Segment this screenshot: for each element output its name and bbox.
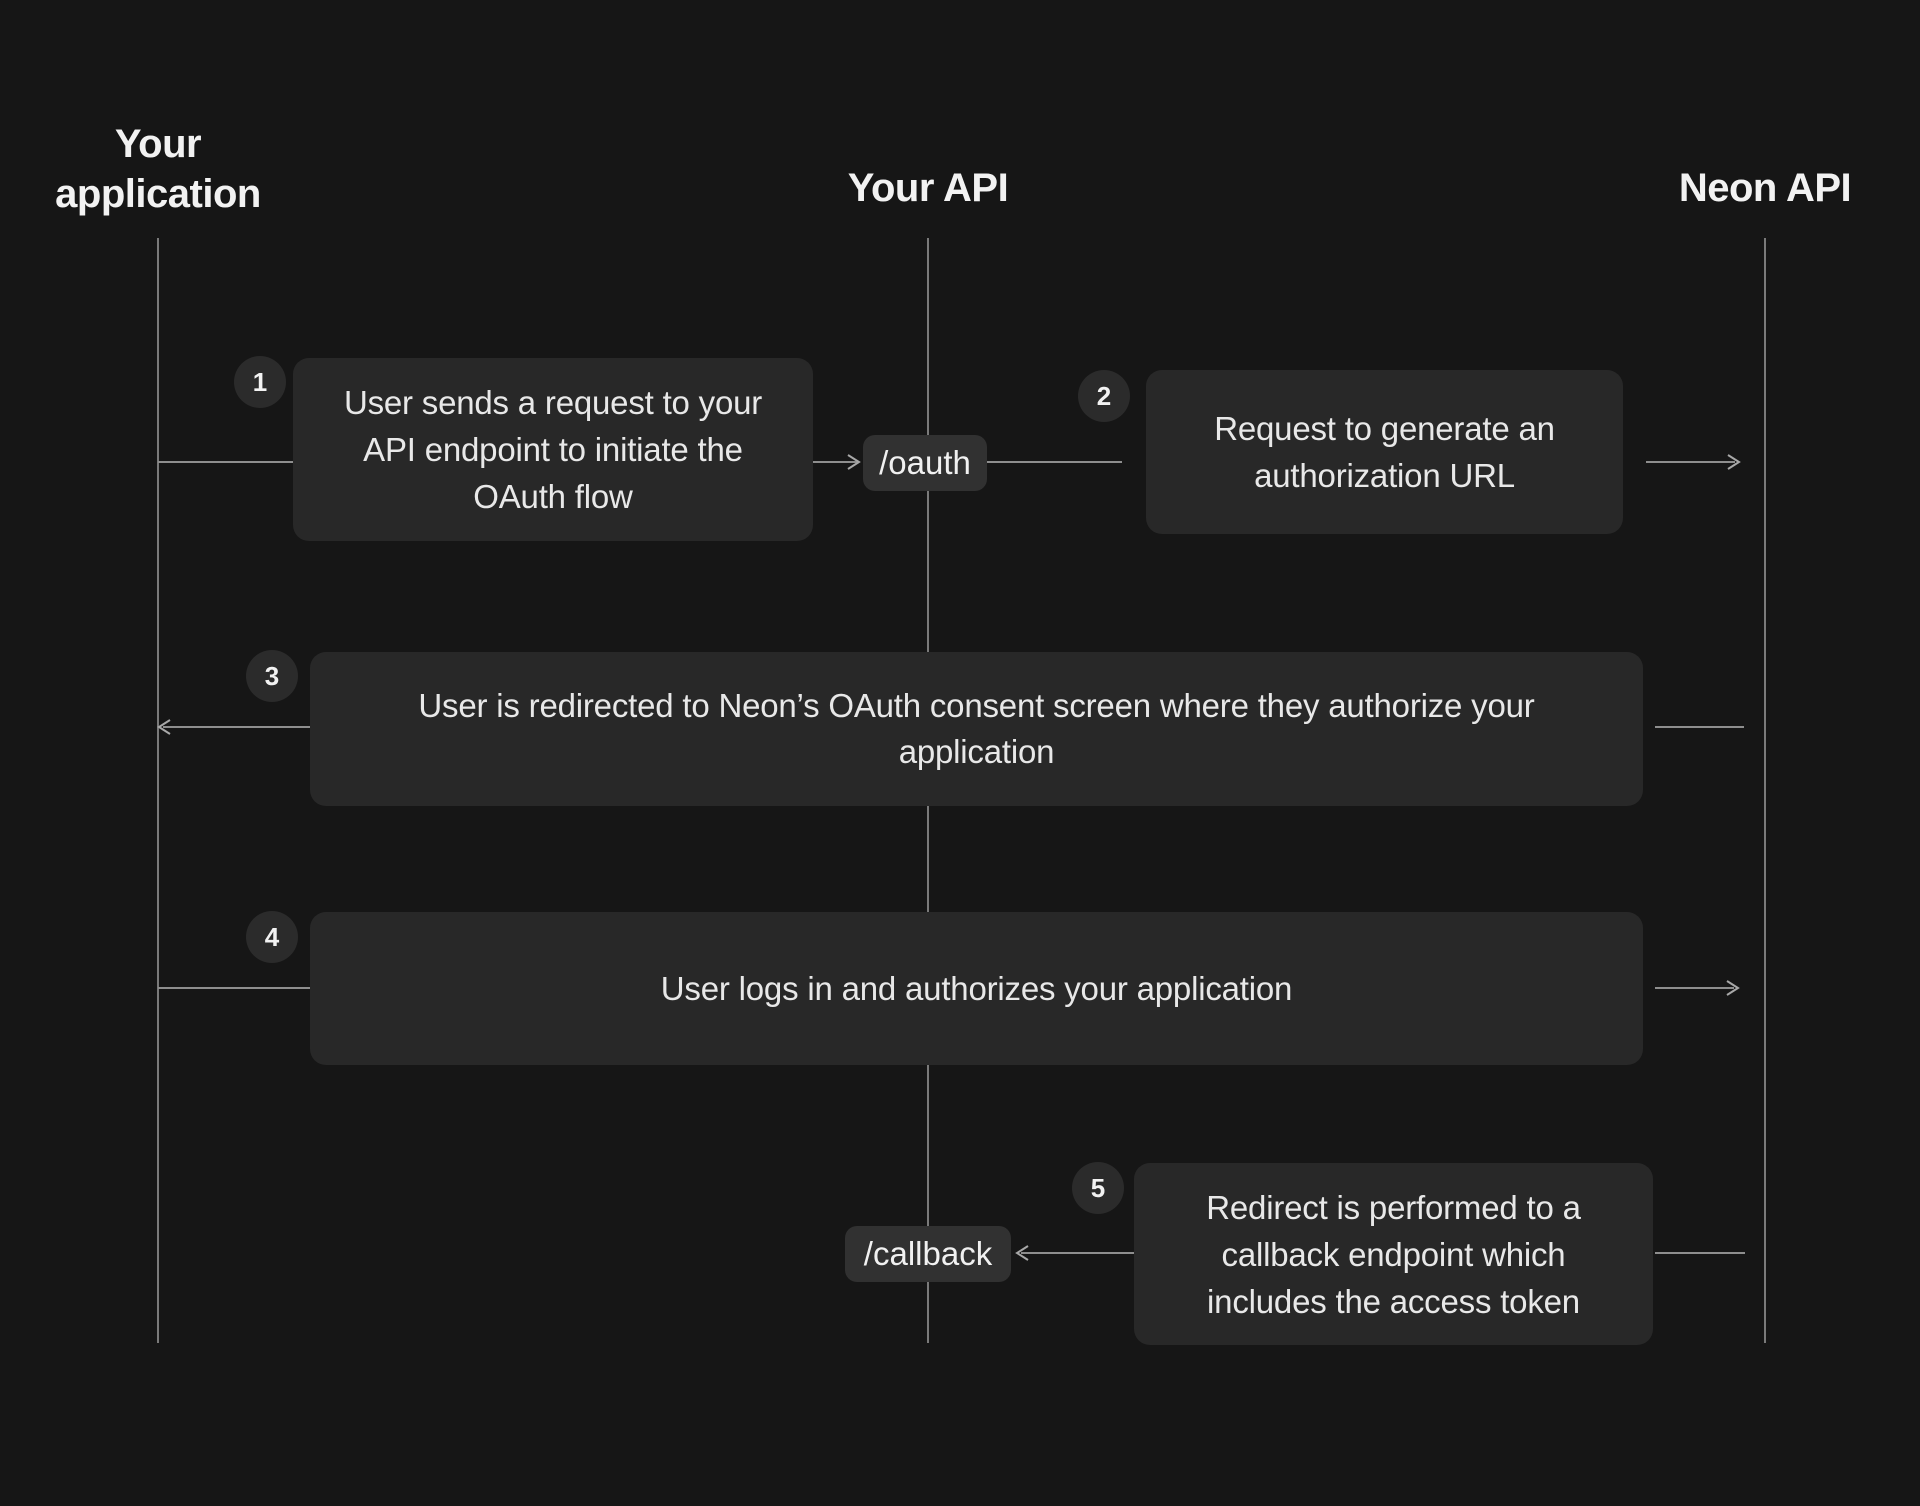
step-1-text: User sends a request to your API endpoin… — [343, 384, 763, 515]
step-1-badge: 1 — [234, 356, 286, 408]
arrow-right-icon — [1723, 451, 1745, 473]
oauth-endpoint-pill: /oauth — [863, 435, 987, 491]
step-5-badge: 5 — [1072, 1162, 1124, 1214]
message-line-step4-left — [158, 987, 310, 989]
step-4-box: User logs in and authorizes your applica… — [310, 912, 1643, 1065]
message-line-step4-to-neon — [1655, 987, 1734, 989]
step-4-badge: 4 — [246, 911, 298, 963]
message-line-step5-to-callback — [1021, 1252, 1134, 1254]
lane-label-neon-api: Neon API — [1678, 166, 1852, 210]
message-line-step3-right — [1655, 726, 1744, 728]
step-2-box: Request to generate an authorization URL — [1146, 370, 1623, 534]
step-3-box: User is redirected to Neon’s OAuth conse… — [310, 652, 1643, 806]
step-3-badge: 3 — [246, 650, 298, 702]
message-line-step2-to-neon — [1646, 461, 1735, 463]
arrow-left-icon — [153, 716, 175, 738]
message-line-step1-to-oauth — [813, 461, 857, 463]
lane-label-your-application: Your application — [55, 122, 261, 216]
callback-endpoint-pill: /callback — [845, 1226, 1011, 1282]
lifeline-neon-api — [1764, 238, 1766, 1343]
message-line-step3-left — [163, 726, 310, 728]
step-3-text: User is redirected to Neon’s OAuth conse… — [418, 687, 1535, 770]
arrow-left-icon — [1011, 1242, 1033, 1264]
lane-label-your-api: Your API — [847, 166, 1009, 210]
step-5-text: Redirect is performed to a callback endp… — [1206, 1188, 1581, 1320]
arrow-right-icon — [843, 451, 865, 473]
arrow-right-icon — [1722, 977, 1744, 999]
step-4-text: User logs in and authorizes your applica… — [660, 970, 1293, 1007]
lifeline-your-application — [157, 238, 159, 1343]
step-5-box: Redirect is performed to a callback endp… — [1134, 1163, 1653, 1345]
step-2-text: Request to generate an authorization URL — [1214, 410, 1555, 494]
message-line-step5-right — [1655, 1252, 1745, 1254]
message-line-oauth-to-step2 — [987, 461, 1122, 463]
message-line-step1-left — [158, 461, 293, 463]
step-1-box: User sends a request to your API endpoin… — [293, 358, 813, 541]
step-2-badge: 2 — [1078, 370, 1130, 422]
